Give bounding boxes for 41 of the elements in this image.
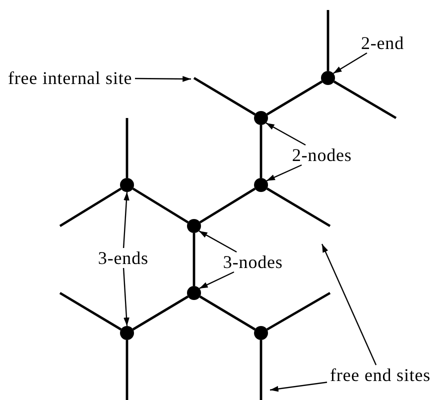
lattice-bond <box>199 296 256 330</box>
lattice-node-dot <box>254 326 268 340</box>
lattice-bond <box>193 76 256 116</box>
annotation-label: 3-ends <box>98 249 148 267</box>
lattice-node-dot <box>187 286 201 300</box>
lattice-bond <box>260 340 262 400</box>
lattice-bond <box>199 188 256 224</box>
annotation-label: 2-end <box>361 34 404 52</box>
lattice-bond <box>126 340 128 400</box>
lattice-bond <box>132 188 189 224</box>
lattice-node-dot <box>321 71 335 85</box>
lattice-bond <box>266 292 331 331</box>
leader-arrow <box>266 122 306 146</box>
lattice-bond <box>326 10 330 71</box>
lattice-node-dot <box>187 219 201 233</box>
lattice-bond <box>132 296 189 330</box>
leader-arrow <box>122 192 130 248</box>
leader-arrow <box>266 164 302 182</box>
leader-arrow <box>270 382 328 392</box>
annotation-label: 3-nodes <box>223 253 283 271</box>
leader-arrow <box>135 76 191 82</box>
lattice-node-dot <box>254 111 268 125</box>
lattice-bond <box>260 125 262 178</box>
lattice-bond <box>59 188 122 228</box>
leader-arrow <box>332 52 368 74</box>
lattice-bond <box>333 80 397 120</box>
lattice-bond <box>126 118 128 178</box>
annotation-label: 2-nodes <box>292 146 352 164</box>
lattice-node-dot <box>254 178 268 192</box>
lattice-bond <box>266 188 331 228</box>
leader-arrow <box>122 268 130 326</box>
leader-arrow <box>198 230 237 253</box>
lattice-bond <box>59 292 122 330</box>
lattice-bond <box>192 233 196 286</box>
lattice-node-dot <box>120 178 134 192</box>
leader-arrow <box>199 271 234 289</box>
annotation-label: free end sites <box>330 366 431 384</box>
leader-arrow <box>321 244 377 366</box>
lattice-bond <box>266 80 323 116</box>
lattice-node-dot <box>120 326 134 340</box>
annotation-label: free internal site <box>8 69 132 87</box>
